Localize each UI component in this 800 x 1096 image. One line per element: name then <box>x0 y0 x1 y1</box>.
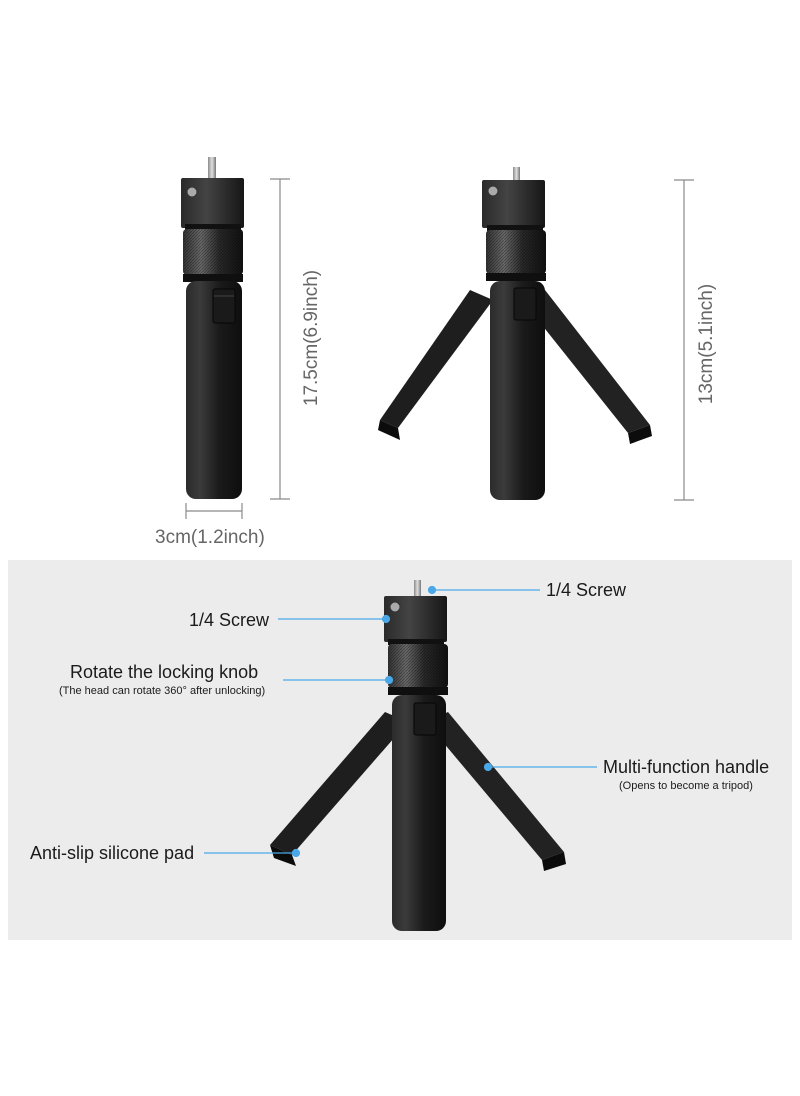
callout-lines <box>204 585 597 858</box>
screw-label-left: 1/4 Screw <box>189 610 270 630</box>
closed-handle-image <box>181 157 244 499</box>
screw-label-right: 1/4 Screw <box>546 580 627 600</box>
tripod-image <box>378 167 652 500</box>
locking-knob-sublabel: (The head can rotate 360° after unlockin… <box>59 685 266 697</box>
handle-sublabel: (Opens to become a tripod) <box>619 780 753 792</box>
width-dimension-line <box>185 503 243 519</box>
handle-label: Multi-function handle <box>603 757 770 777</box>
annotated-tripod-image <box>270 580 566 931</box>
dimensions-panel <box>0 0 800 560</box>
width-label: 3cm(1.2inch) <box>155 527 265 548</box>
silicone-pad-label: Anti-slip silicone pad <box>30 843 195 863</box>
height-open-label: 13cm(5.1inch) <box>696 283 717 405</box>
height-dimension-line <box>270 178 290 500</box>
height-closed-label: 17.5cm(6.9inch) <box>301 269 322 407</box>
open-height-dimension-line <box>674 179 694 501</box>
locking-knob-label: Rotate the locking knob <box>70 662 259 682</box>
